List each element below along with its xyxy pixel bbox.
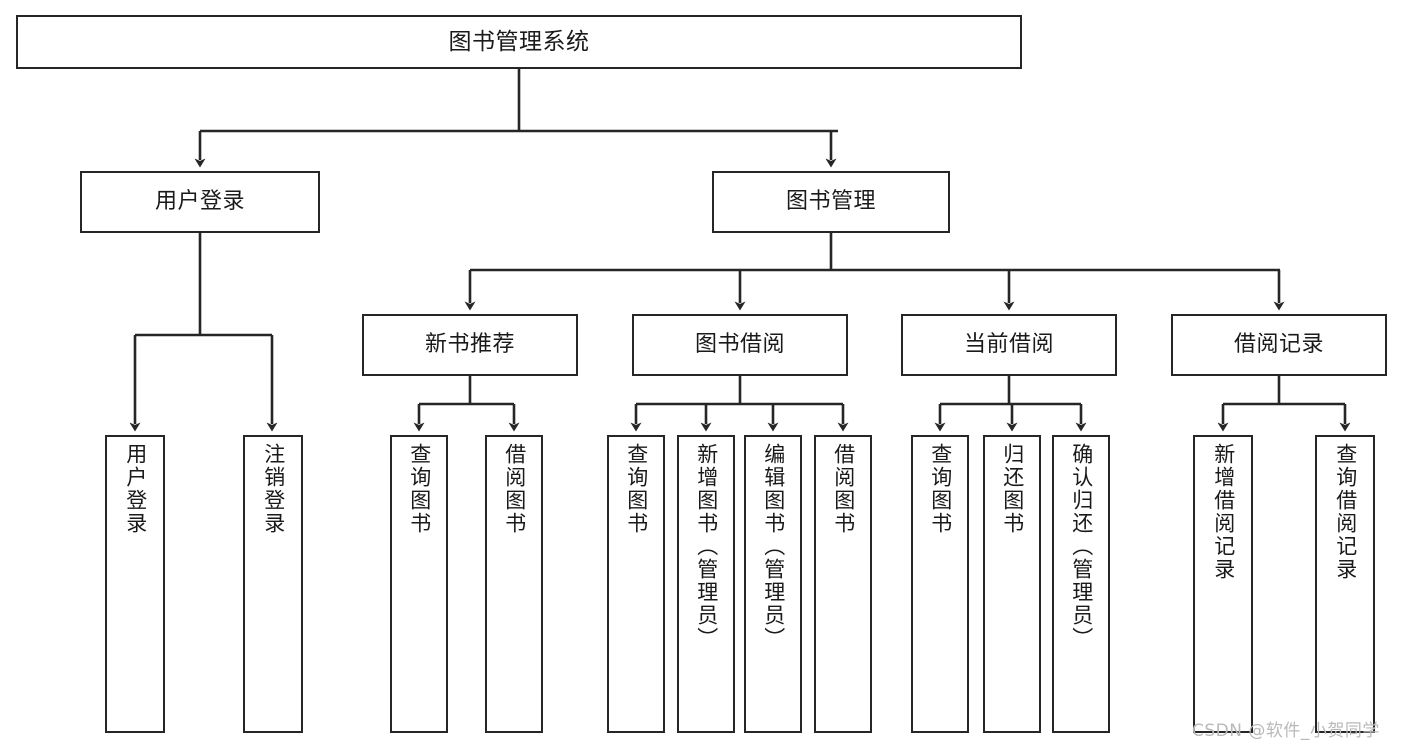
node-borrow-query-book-label: 查询图书 — [624, 443, 649, 535]
node-rec-add-record-label: 新增借阅记录 — [1211, 443, 1236, 581]
node-borrow-record-label: 借阅记录 — [1233, 332, 1324, 358]
node-rec-borrow-book[interactable]: 借阅图书 — [485, 435, 543, 733]
node-cur-confirm-return[interactable]: 确认归还（管理员） — [1052, 435, 1110, 733]
node-rec-query-record[interactable]: 查询借阅记录 — [1315, 435, 1375, 733]
node-book-borrow-label: 图书借阅 — [694, 332, 785, 358]
node-root[interactable]: 图书管理系统 — [16, 15, 1022, 69]
node-user-logout-leaf[interactable]: 注销登录 — [243, 435, 303, 733]
csdn-watermark: CSDN @软件_小贺同学 — [1192, 721, 1380, 741]
node-borrow-add-book-label: 新增图书（管理员） — [694, 443, 719, 650]
node-book-manage[interactable]: 图书管理 — [712, 171, 950, 233]
node-rec-borrow-book-label: 借阅图书 — [502, 443, 527, 535]
node-new-book-rec[interactable]: 新书推荐 — [362, 314, 578, 376]
node-user-login-label: 用户登录 — [154, 189, 245, 215]
node-cur-return-book[interactable]: 归还图书 — [983, 435, 1041, 733]
node-cur-query-book-label: 查询图书 — [928, 443, 953, 535]
node-current-borrow[interactable]: 当前借阅 — [901, 314, 1117, 376]
node-user-logout-leaf-label: 注销登录 — [261, 443, 286, 535]
node-new-book-rec-label: 新书推荐 — [424, 332, 515, 358]
node-user-login[interactable]: 用户登录 — [80, 171, 320, 233]
node-user-login-leaf-label: 用户登录 — [123, 443, 148, 535]
node-book-manage-label: 图书管理 — [785, 189, 876, 215]
node-cur-query-book[interactable]: 查询图书 — [911, 435, 969, 733]
node-book-borrow[interactable]: 图书借阅 — [632, 314, 848, 376]
node-borrow-lend-book[interactable]: 借阅图书 — [814, 435, 872, 733]
node-rec-query-record-label: 查询借阅记录 — [1333, 443, 1358, 581]
node-borrow-edit-book[interactable]: 编辑图书（管理员） — [744, 435, 802, 733]
node-cur-confirm-return-label: 确认归还（管理员） — [1069, 443, 1094, 650]
node-root-label: 图书管理系统 — [448, 28, 590, 55]
node-user-login-leaf[interactable]: 用户登录 — [105, 435, 165, 733]
node-rec-query-book[interactable]: 查询图书 — [390, 435, 448, 733]
node-borrow-record[interactable]: 借阅记录 — [1171, 314, 1387, 376]
node-borrow-lend-book-label: 借阅图书 — [831, 443, 856, 535]
node-rec-add-record[interactable]: 新增借阅记录 — [1193, 435, 1253, 733]
node-borrow-query-book[interactable]: 查询图书 — [607, 435, 665, 733]
node-rec-query-book-label: 查询图书 — [407, 443, 432, 535]
node-cur-return-book-label: 归还图书 — [1000, 443, 1025, 535]
node-borrow-edit-book-label: 编辑图书（管理员） — [761, 443, 786, 650]
node-borrow-add-book[interactable]: 新增图书（管理员） — [677, 435, 735, 733]
node-current-borrow-label: 当前借阅 — [963, 332, 1054, 358]
